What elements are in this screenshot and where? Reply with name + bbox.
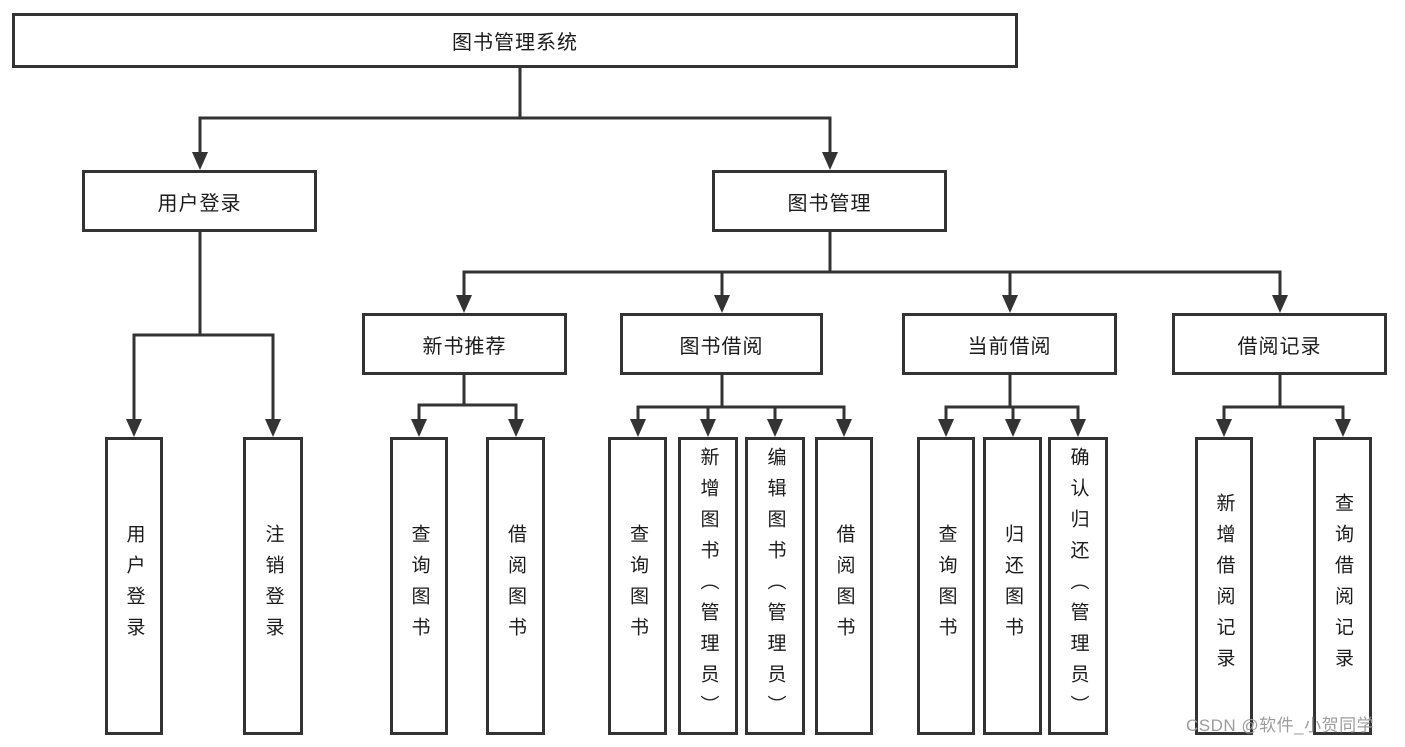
node-current-borrow-label: 当前借阅 bbox=[967, 335, 1052, 358]
node-bb-add-book: 新增图书（管理员） bbox=[678, 437, 738, 735]
node-book-borrow-label: 图书借阅 bbox=[679, 335, 764, 358]
node-book-mgmt: 图书管理 bbox=[712, 170, 947, 232]
arrowhead-group bbox=[126, 152, 1351, 437]
node-new-book-rec: 新书推荐 bbox=[362, 313, 567, 375]
node-rec-borrow-book-label: 借阅图书 bbox=[505, 524, 526, 648]
node-rec-query-book-label: 查询图书 bbox=[408, 524, 430, 648]
node-cb-confirm-return: 确认归还（管理员） bbox=[1048, 437, 1108, 735]
node-user-login-leaf: 用户登录 bbox=[105, 437, 163, 735]
node-borrow-record-label: 借阅记录 bbox=[1237, 335, 1322, 358]
node-cb-query-book-label: 查询图书 bbox=[935, 524, 957, 648]
node-rec-borrow-book: 借阅图书 bbox=[486, 437, 545, 735]
node-br-query-record: 查询借阅记录 bbox=[1313, 437, 1372, 735]
node-user-login: 用户登录 bbox=[82, 170, 317, 232]
node-logout-label: 注销登录 bbox=[262, 524, 284, 648]
node-bb-query-book-label: 查询图书 bbox=[627, 524, 648, 648]
node-root-label: 图书管理系统 bbox=[452, 32, 578, 54]
node-borrow-record: 借阅记录 bbox=[1172, 313, 1387, 375]
node-current-borrow: 当前借阅 bbox=[902, 313, 1117, 375]
node-user-login-label: 用户登录 bbox=[157, 192, 242, 215]
node-br-query-record-label: 查询借阅记录 bbox=[1332, 493, 1353, 679]
node-cb-return-book: 归还图书 bbox=[983, 437, 1042, 735]
node-cb-query-book: 查询图书 bbox=[917, 437, 975, 735]
node-cb-return-book-label: 归还图书 bbox=[1002, 524, 1023, 648]
node-new-book-rec-label: 新书推荐 bbox=[422, 335, 507, 358]
node-br-add-record: 新增借阅记录 bbox=[1195, 437, 1253, 735]
node-bb-add-book-label: 新增图书（管理员） bbox=[697, 446, 719, 726]
csdn-watermark: CSDN @软件_小贺同学 bbox=[1186, 716, 1375, 735]
node-bb-borrow-book: 借阅图书 bbox=[815, 437, 873, 735]
node-bb-query-book: 查询图书 bbox=[608, 437, 667, 735]
node-bb-edit-book: 编辑图书（管理员） bbox=[745, 437, 805, 735]
node-logout: 注销登录 bbox=[243, 437, 303, 735]
node-br-add-record-label: 新增借阅记录 bbox=[1213, 493, 1235, 679]
node-cb-confirm-return-label: 确认归还（管理员） bbox=[1067, 446, 1089, 726]
node-book-mgmt-label: 图书管理 bbox=[787, 192, 872, 215]
node-root: 图书管理系统 bbox=[12, 13, 1018, 68]
node-bb-borrow-book-label: 借阅图书 bbox=[833, 524, 855, 648]
node-user-login-leaf-label: 用户登录 bbox=[123, 524, 145, 648]
node-bb-edit-book-label: 编辑图书（管理员） bbox=[764, 446, 786, 726]
node-book-borrow: 图书借阅 bbox=[620, 313, 823, 375]
node-rec-query-book: 查询图书 bbox=[390, 437, 448, 735]
